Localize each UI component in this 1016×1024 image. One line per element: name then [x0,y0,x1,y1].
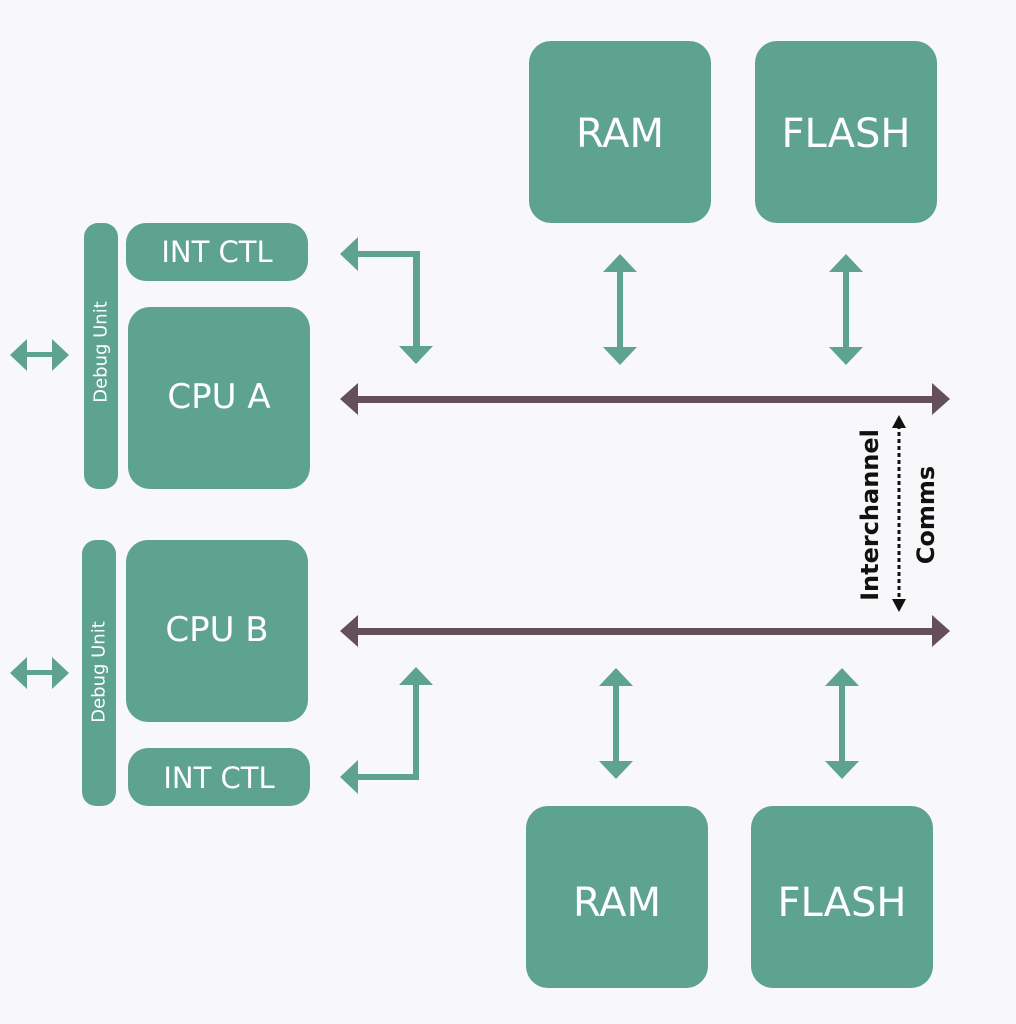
debug-unit-a-label: Debug Unit [91,301,112,403]
ram-b-bus-arrow [599,668,633,779]
cpu-a-label: CPU A [167,377,270,417]
flash-b-bus-arrow [825,668,859,779]
int-ctl-b-elbow-arrow [340,667,433,794]
int-ctl-a-label: INT CTL [161,235,272,269]
interchannel-comms: Interchannel Comms [856,415,940,612]
debug-arrow-a [10,339,69,371]
channel-b: Debug Unit CPU B INT CTL RAM FLASH [10,540,950,988]
int-ctl-b[interactable] [128,748,310,806]
cpu-b-label: CPU B [165,610,268,650]
int-ctl-a[interactable] [126,223,308,281]
interchannel-label: Interchannel [856,429,884,601]
interchannel-arrow-up-icon [892,415,906,428]
ram-a[interactable] [529,41,711,223]
ram-a-label: RAM [576,111,664,157]
cpu-b[interactable] [126,540,308,722]
bus-a [340,383,950,415]
bus-b [340,615,950,647]
flash-b-label: FLASH [777,880,906,926]
ram-a-bus-arrow [603,254,637,365]
cpu-a[interactable] [128,307,310,489]
comms-label: Comms [912,466,940,564]
debug-arrow-b [10,657,69,689]
channel-a: Debug Unit INT CTL CPU A RAM FLASH [10,41,950,489]
int-ctl-a-elbow-arrow [340,237,433,364]
interchannel-arrow-down-icon [892,599,906,612]
flash-a[interactable] [755,41,937,223]
int-ctl-b-label: INT CTL [163,761,274,795]
ram-b[interactable] [526,806,708,988]
flash-a-label: FLASH [781,111,910,157]
ram-b-label: RAM [573,880,661,926]
debug-unit-b[interactable] [82,540,116,806]
flash-a-bus-arrow [829,254,863,365]
debug-unit-a[interactable] [84,223,118,489]
debug-unit-b-label: Debug Unit [89,621,110,723]
flash-b[interactable] [751,806,933,988]
